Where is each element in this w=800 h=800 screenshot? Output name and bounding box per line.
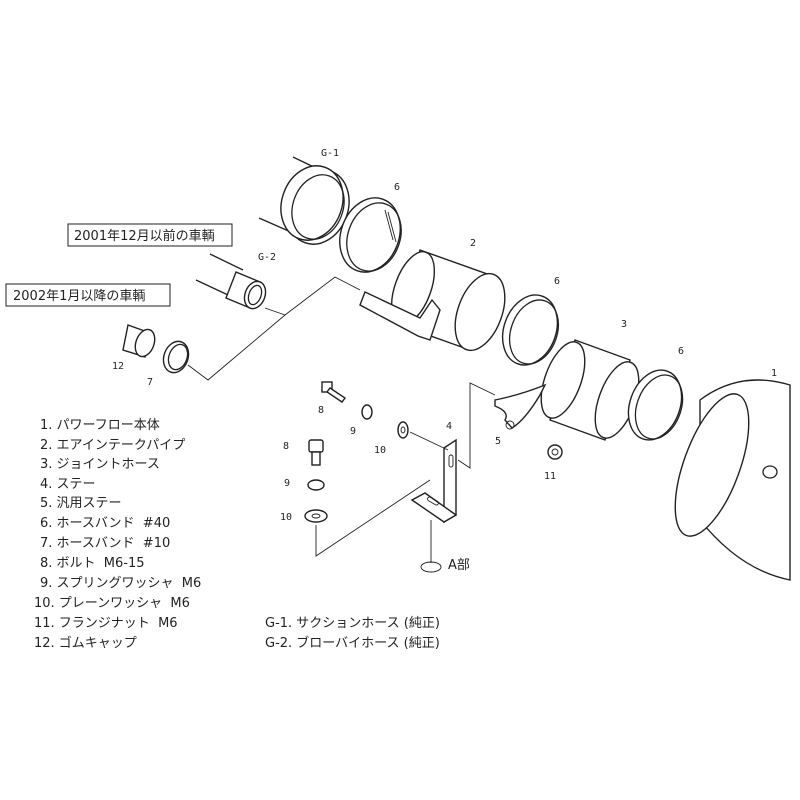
parts-list-item: 6. ホースバンド #40: [40, 516, 170, 531]
callout-6: 6: [394, 182, 400, 193]
parts-list-item: 7. ホースバンド #10: [40, 536, 170, 551]
genuine-parts-list: G-1. サクションホース (純正) G-2. ブローバイホース (純正): [265, 616, 440, 651]
hose-band-40-mid: [501, 294, 560, 366]
callout-10: 10: [374, 445, 386, 456]
leader-line: [187, 276, 361, 381]
callout-8: 8: [283, 441, 289, 452]
detail-a-marker: [420, 561, 442, 573]
parts-list-item: 1. パワーフロー本体: [40, 418, 160, 433]
note-after-2002-01: 2002年1月以降の車輌: [13, 289, 145, 304]
parts-list-item: 4. ステー: [40, 477, 96, 492]
callout-6: 6: [678, 346, 684, 357]
stay-bracket: [410, 438, 458, 524]
callout-1: 1: [771, 368, 777, 379]
plain-washer-upper: [397, 421, 409, 439]
callout-8: 8: [318, 405, 324, 416]
parts-list-item: 9. スプリングワッシャ M6: [40, 576, 201, 591]
hose-band-40-right: [627, 369, 684, 441]
suction-hose-g1: [258, 156, 350, 245]
genuine-list-item: G-2. ブローバイホース (純正): [265, 635, 440, 651]
callout-g2: G-2: [258, 252, 276, 263]
callout-10: 10: [280, 512, 292, 523]
parts-list-item: 5. 汎用ステー: [40, 496, 122, 511]
genuine-list-item: G-1. サクションホース (純正): [265, 616, 440, 631]
callout-6: 6: [554, 276, 560, 287]
spring-washer-lower: [307, 479, 325, 491]
callout-11: 11: [544, 471, 556, 482]
callout-4: 4: [446, 421, 452, 432]
hose-band-40-top: [339, 197, 402, 273]
parts-list-item: 12. ゴムキャップ: [34, 635, 137, 651]
bolt-upper: [321, 381, 347, 403]
bolt-lower: [308, 439, 324, 466]
parts-list: 1. パワーフロー本体 2. エアインテークパイプ 3. ジョイントホース 4.…: [34, 418, 201, 651]
detail-a-label: A部: [448, 558, 470, 573]
parts-list-item: 3. ジョイントホース: [40, 457, 160, 472]
callout-5: 5: [495, 436, 501, 447]
callout-g1: G-1: [321, 148, 339, 159]
spring-washer-upper: [361, 404, 373, 420]
flange-nut: [547, 444, 563, 460]
parts-list-item: 8. ボルト M6-15: [40, 556, 145, 571]
plain-washer-lower: [304, 509, 328, 523]
callout-12: 12: [112, 361, 124, 372]
callout-9: 9: [350, 426, 356, 437]
generic-stay: [494, 383, 547, 430]
callout-3: 3: [621, 319, 627, 330]
rubber-cap: [122, 324, 156, 358]
leader-line: [315, 479, 431, 557]
parts-list-item: 2. エアインテークパイプ: [40, 438, 185, 453]
parts-list-item: 10. プレーンワッシャ M6: [34, 596, 190, 611]
blowby-hose-g2: [195, 253, 267, 310]
note-before-2001-12: 2001年12月以前の車輌: [74, 228, 215, 244]
air-intake-pipe: [359, 249, 506, 352]
joint-hose: [540, 339, 640, 441]
hose-band-10: [162, 340, 190, 374]
callout-9: 9: [284, 478, 290, 489]
parts-list-item: 11. フランジナット M6: [34, 616, 178, 631]
power-flow-body: [674, 379, 791, 581]
callout-2: 2: [470, 238, 476, 249]
callout-7: 7: [147, 377, 153, 388]
